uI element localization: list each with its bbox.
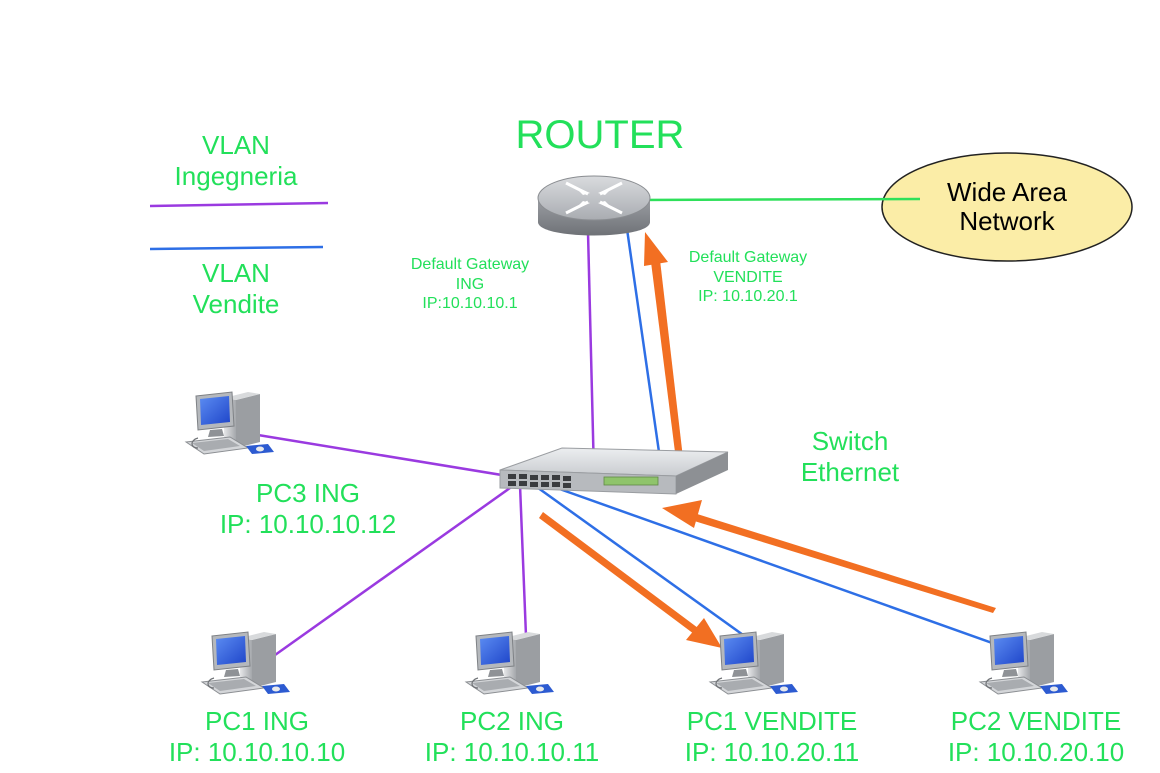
wan-label-line1: Wide Area bbox=[947, 177, 1067, 207]
traffic-arrows bbox=[539, 232, 996, 648]
pc3-ing-name: PC3 ING bbox=[255, 478, 361, 508]
pc3-ing-label: PC3 ING IP: 10.10.10.12 bbox=[198, 478, 418, 539]
pc1-vendite-ip: IP: 10.10.20.11 bbox=[684, 736, 860, 767]
pc1-vendite-icon bbox=[709, 631, 799, 695]
pc2-ing-link bbox=[518, 484, 528, 637]
pc2-vendite-label: PC2 VENDITE IP: 10.10.20.10 bbox=[920, 706, 1152, 767]
legend-ing-line bbox=[149, 201, 329, 208]
pc1-ing-ip: IP: 10.10.10.10 bbox=[168, 736, 346, 767]
gateway-vendite-ip: IP: 10.10.20.1 bbox=[698, 288, 798, 306]
gateway-vendite-line1: Default Gateway bbox=[688, 249, 808, 266]
legend-ing-label: VLAN Ingegneria bbox=[146, 130, 326, 191]
switch-icon bbox=[499, 447, 729, 495]
pc1-ing-label: PC1 ING IP: 10.10.10.10 bbox=[145, 706, 369, 767]
pc3-ing-icon bbox=[185, 391, 275, 455]
pc2-ing-name: PC2 ING bbox=[459, 706, 565, 736]
legend-ing-line2: Ingegneria bbox=[174, 160, 298, 191]
pc2-ing-icon bbox=[465, 631, 555, 695]
pc1-ing-name: PC1 ING bbox=[204, 706, 310, 736]
wan-label-line2: Network bbox=[959, 205, 1055, 236]
arrow-switch-to-pc1v-shaft bbox=[539, 512, 698, 634]
wan-cloud bbox=[881, 152, 1133, 262]
pc2-vendite-icon bbox=[979, 631, 1069, 695]
wan-label: Wide Area Network bbox=[912, 178, 1102, 235]
router-icon bbox=[537, 175, 651, 236]
arrow-switch-to-pc1v-head bbox=[686, 618, 722, 648]
legend-vendite-line2: Vendite bbox=[192, 288, 280, 319]
router-switch-ing-link bbox=[586, 231, 596, 476]
legend-vendite-line1: VLAN bbox=[202, 258, 270, 288]
router-switch-vendite-link bbox=[624, 221, 664, 474]
pc2-vendite-link bbox=[539, 480, 1041, 662]
pc2-ing-ip: IP: 10.10.10.11 bbox=[424, 736, 600, 767]
gateway-ing-line2: ING bbox=[455, 275, 485, 293]
legend-vendite-line bbox=[149, 245, 324, 251]
pc1-vendite-name: PC1 VENDITE bbox=[686, 706, 858, 736]
router-title: ROUTER bbox=[515, 113, 685, 157]
pc1-ing-link bbox=[267, 481, 518, 662]
pc2-vendite-ip: IP: 10.10.20.10 bbox=[947, 736, 1125, 767]
gateway-vendite-label: Default Gateway VENDITE IP: 10.10.20.1 bbox=[668, 248, 828, 307]
arrow-pc2-to-switch-head bbox=[662, 500, 702, 528]
gateway-ing-line1: Default Gateway bbox=[410, 256, 530, 273]
arrow-switch-to-router-shaft bbox=[651, 260, 683, 460]
gateway-ing-ip: IP:10.10.10.1 bbox=[422, 295, 518, 313]
arrow-switch-to-router-head bbox=[644, 232, 668, 266]
legend-ing-line1: VLAN bbox=[202, 130, 270, 160]
pc1-ing-icon bbox=[201, 631, 291, 695]
arrow-pc2-to-switch bbox=[691, 513, 996, 613]
pc3-ing-link bbox=[257, 433, 521, 480]
switch-label-line2: Ethernet bbox=[800, 456, 900, 487]
switch-label-line1: Switch bbox=[811, 426, 889, 456]
pc2-vendite-name: PC2 VENDITE bbox=[950, 706, 1122, 736]
pc3-ing-ip: IP: 10.10.10.12 bbox=[219, 508, 397, 539]
pc1-vendite-label: PC1 VENDITE IP: 10.10.20.11 bbox=[656, 706, 888, 767]
gateway-ing-label: Default Gateway ING IP:10.10.10.1 bbox=[390, 255, 550, 314]
pc1-vendite-link bbox=[533, 483, 779, 662]
gateway-vendite-line2: VENDITE bbox=[713, 268, 783, 286]
legend-vendite-label: VLAN Vendite bbox=[146, 258, 326, 319]
wan-link bbox=[627, 197, 921, 202]
pc2-ing-label: PC2 ING IP: 10.10.10.11 bbox=[400, 706, 624, 767]
switch-label: Switch Ethernet bbox=[770, 426, 930, 487]
